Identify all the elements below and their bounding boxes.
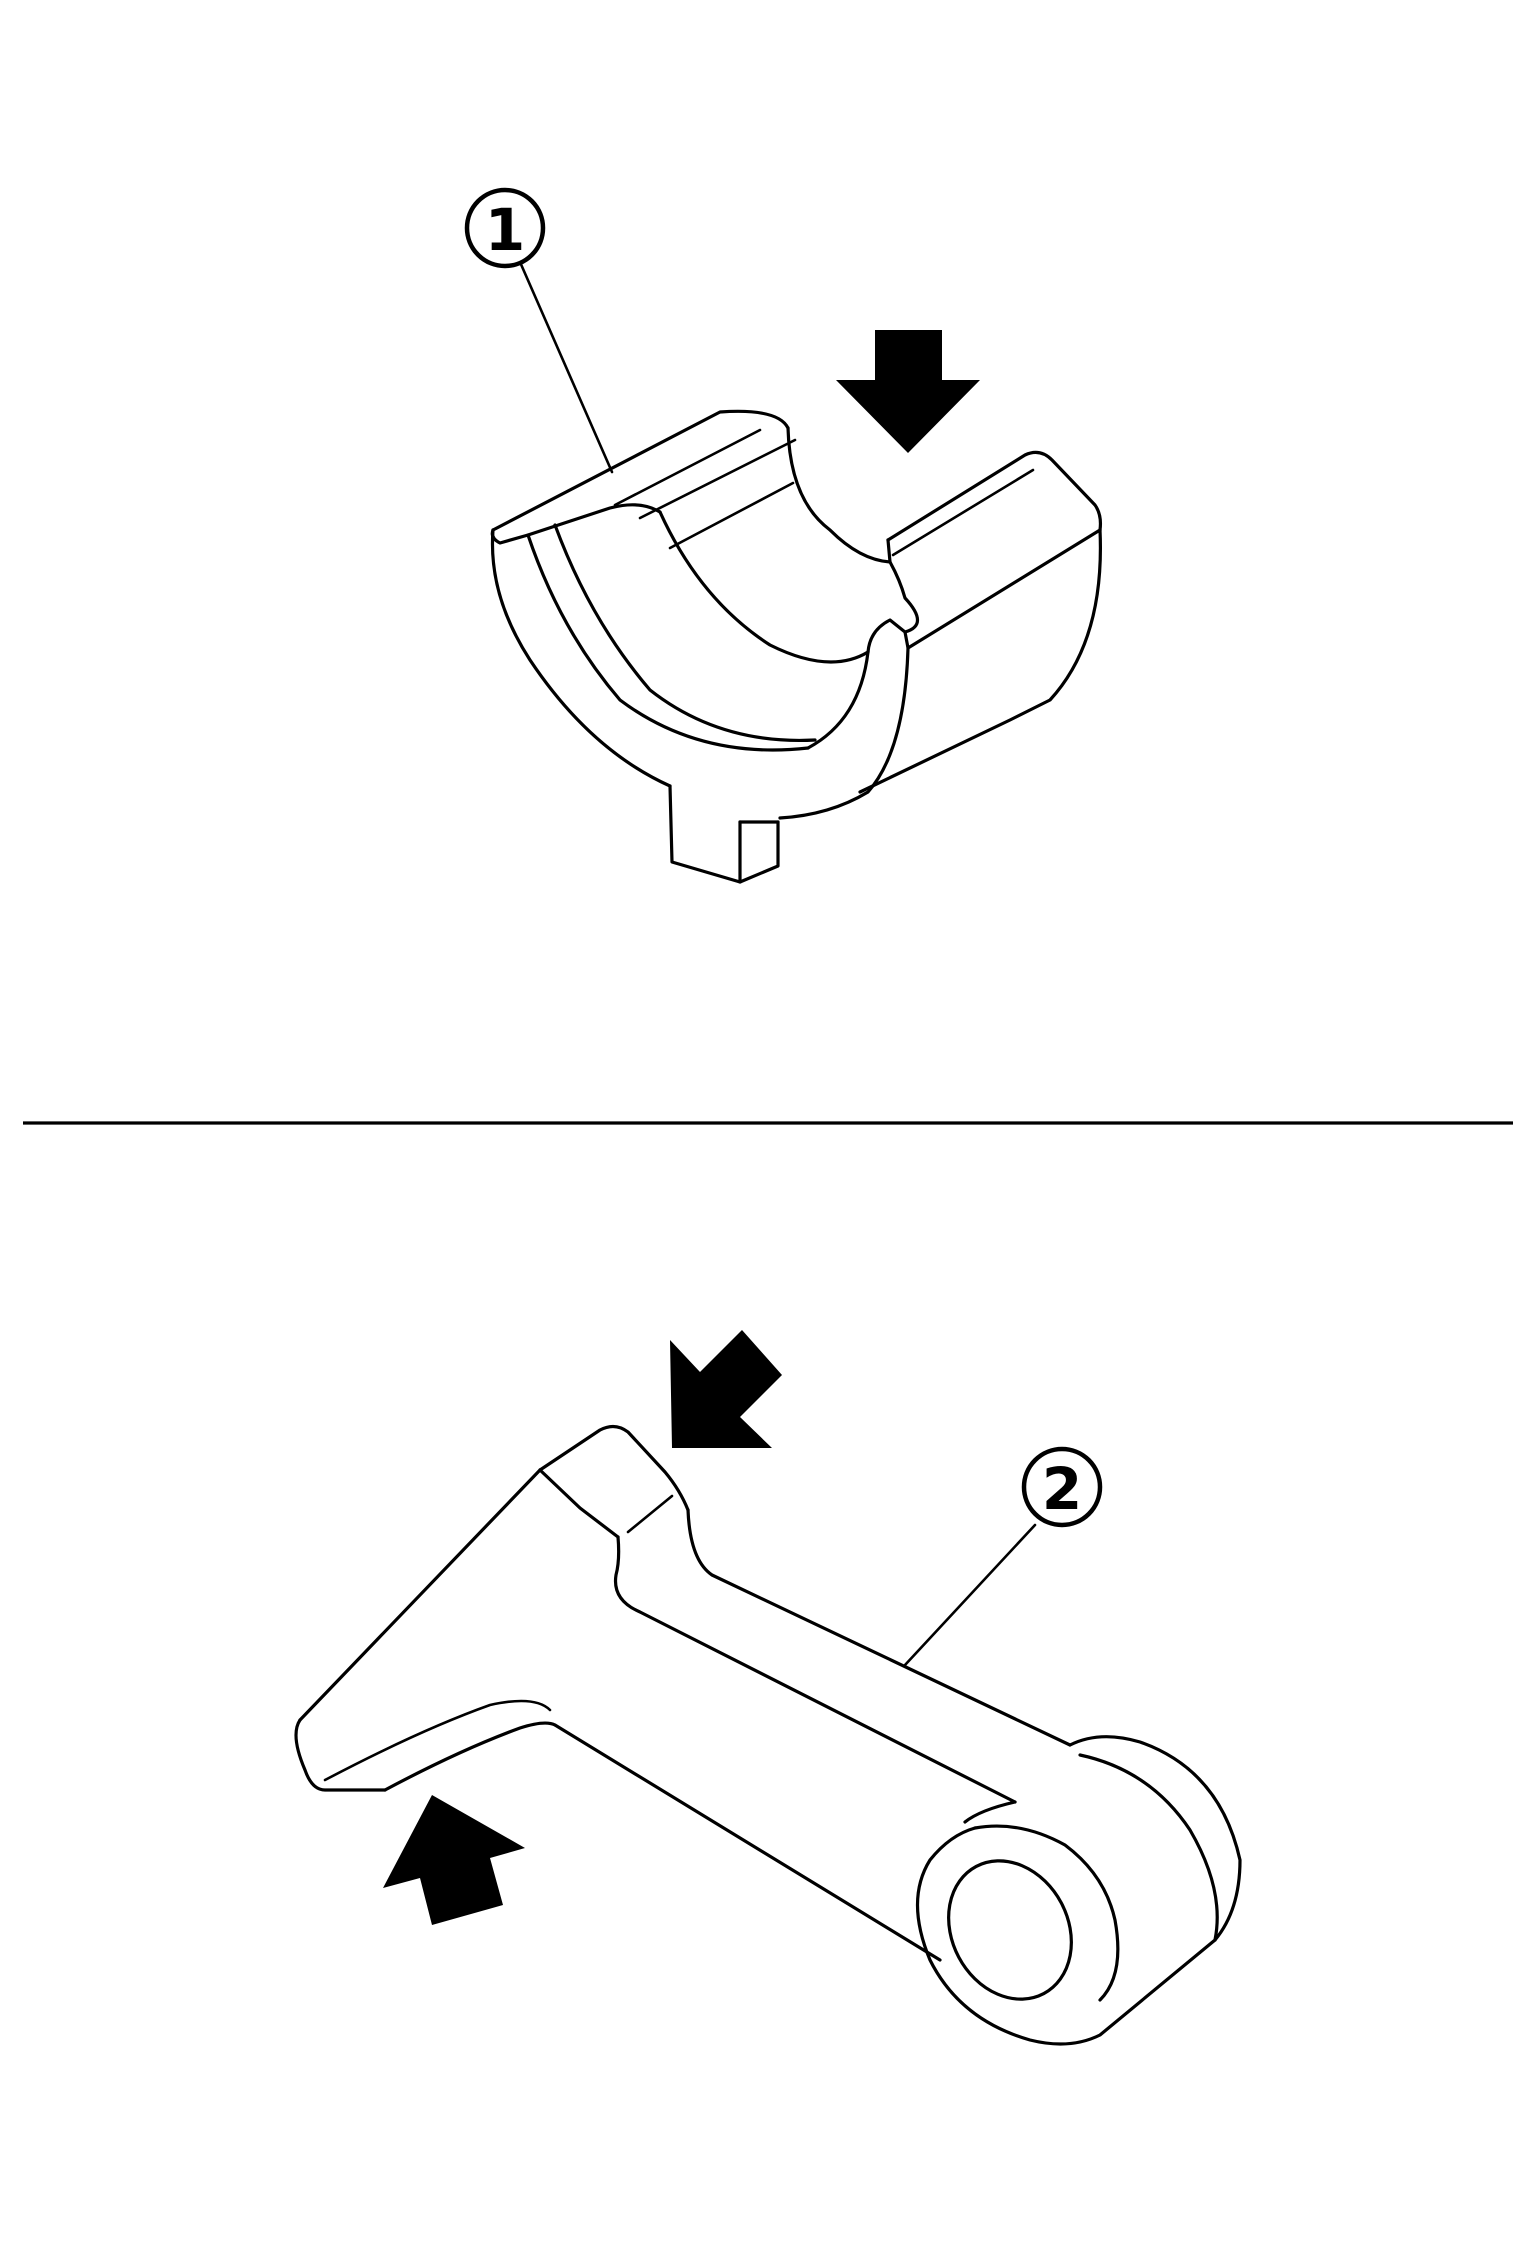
diagonal-arrow-down-left-icon: [670, 1330, 782, 1448]
callout-2: 2: [1021, 1446, 1103, 1528]
callout-1: 1: [464, 187, 546, 269]
callout-1-label: 1: [485, 196, 525, 264]
down-arrow-icon: [836, 330, 980, 453]
part-1-half-shell: [490, 260, 1103, 884]
part-2-lever: [294, 1424, 1242, 2046]
callout-2-label: 2: [1042, 1455, 1082, 1523]
up-arrow-icon: [383, 1795, 525, 1925]
